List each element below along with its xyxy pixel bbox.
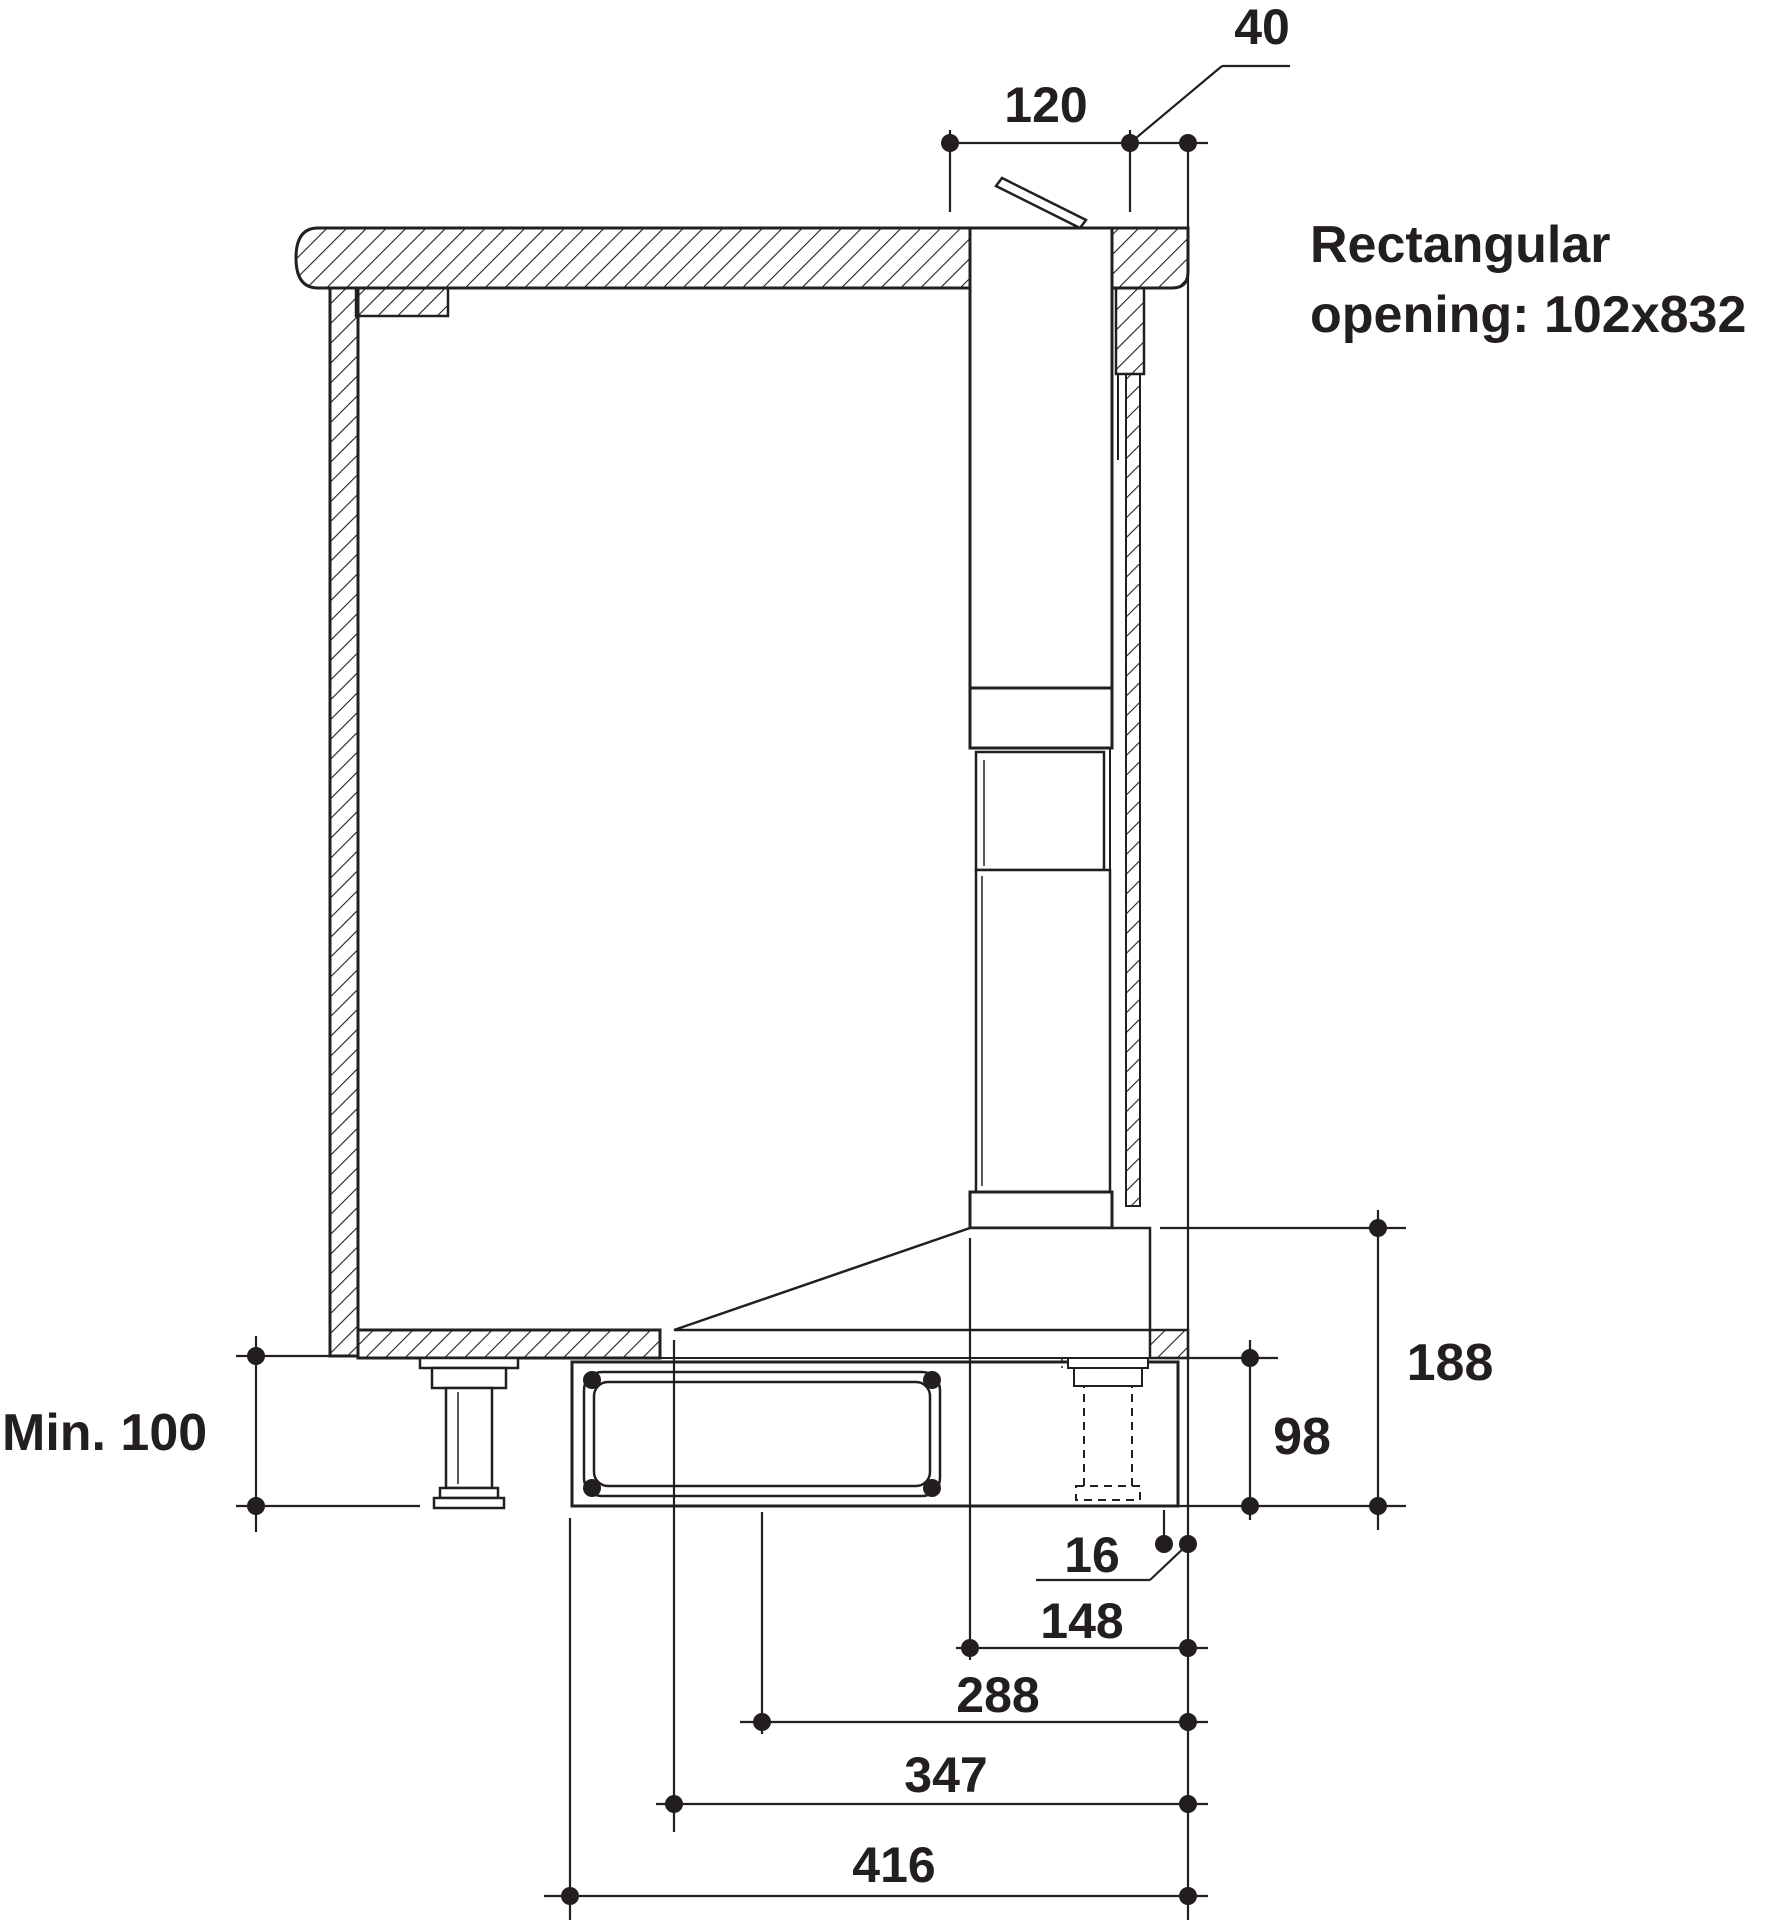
- dimension-dot: [1179, 134, 1197, 152]
- leader-40: [1129, 65, 1223, 144]
- dimension-dot: [1179, 1639, 1197, 1657]
- dimension-dot: [753, 1713, 771, 1731]
- dimension-dot: [941, 134, 959, 152]
- outlet-screws: [583, 1371, 941, 1497]
- dimension-lines: [236, 64, 1406, 1920]
- dimension-dot: [247, 1347, 265, 1365]
- glass-flap: [994, 176, 1088, 230]
- worktop-bracket: [354, 286, 450, 318]
- cabinet-bottom-panel: [356, 1328, 662, 1360]
- internal-foot: [1061, 1357, 1149, 1501]
- plinth-piece: [1148, 1328, 1190, 1360]
- note-line-2: opening: 102x832: [1310, 286, 1746, 344]
- dimension-label-288: 288: [956, 1667, 1039, 1723]
- dimension-dot: [1369, 1497, 1387, 1515]
- note-line-1: Rectangular: [1310, 216, 1611, 274]
- worktop-left: [294, 226, 972, 290]
- cabinet-foot: [418, 1356, 520, 1510]
- motor-housing: [673, 1226, 1152, 1332]
- dimension-dot: [1241, 1497, 1259, 1515]
- dimension-dot: [1241, 1349, 1259, 1367]
- upper-chimney: [968, 226, 1114, 690]
- chimney-collar: [968, 686, 1114, 750]
- dimension-label-98: 98: [1273, 1408, 1331, 1466]
- telescopic-section: [974, 750, 1106, 872]
- dimension-label-416: 416: [852, 1837, 935, 1893]
- cabinet: [294, 226, 1190, 1510]
- worktop-right: [1110, 226, 1190, 290]
- dimension-dot: [1179, 1713, 1197, 1731]
- dimension-dot: [1121, 134, 1139, 152]
- dimension-label-347: 347: [904, 1747, 987, 1803]
- dimension-dot: [1155, 1535, 1173, 1553]
- dimension-dot: [961, 1639, 979, 1657]
- dimension-label-16: 16: [1064, 1527, 1120, 1583]
- lower-chimney: [974, 868, 1112, 1194]
- unit-foot-block: [968, 1190, 1114, 1230]
- dimension-dot: [561, 1887, 579, 1905]
- dimension-dot: [247, 1497, 265, 1515]
- dimension-label-148: 148: [1040, 1593, 1123, 1649]
- dimension-label-min-100: Min. 100: [2, 1404, 207, 1462]
- back-panel: [1125, 373, 1141, 1207]
- cabinet-side-panel: [328, 286, 360, 1358]
- dimension-dot: [1179, 1887, 1197, 1905]
- downdraft-unit: [570, 176, 1180, 1508]
- outlet-opening: [592, 1380, 932, 1488]
- dimension-dot: [665, 1795, 683, 1813]
- dimension-label-120: 120: [1004, 77, 1087, 133]
- front-strip: [1114, 286, 1146, 376]
- dimension-dot: [1179, 1795, 1197, 1813]
- dimension-dot: [1179, 1535, 1197, 1553]
- dimension-label-188: 188: [1407, 1334, 1494, 1392]
- dimension-dot: [1369, 1219, 1387, 1237]
- dimension-label-40: 40: [1234, 0, 1290, 55]
- dimension-dots: [247, 134, 1387, 1905]
